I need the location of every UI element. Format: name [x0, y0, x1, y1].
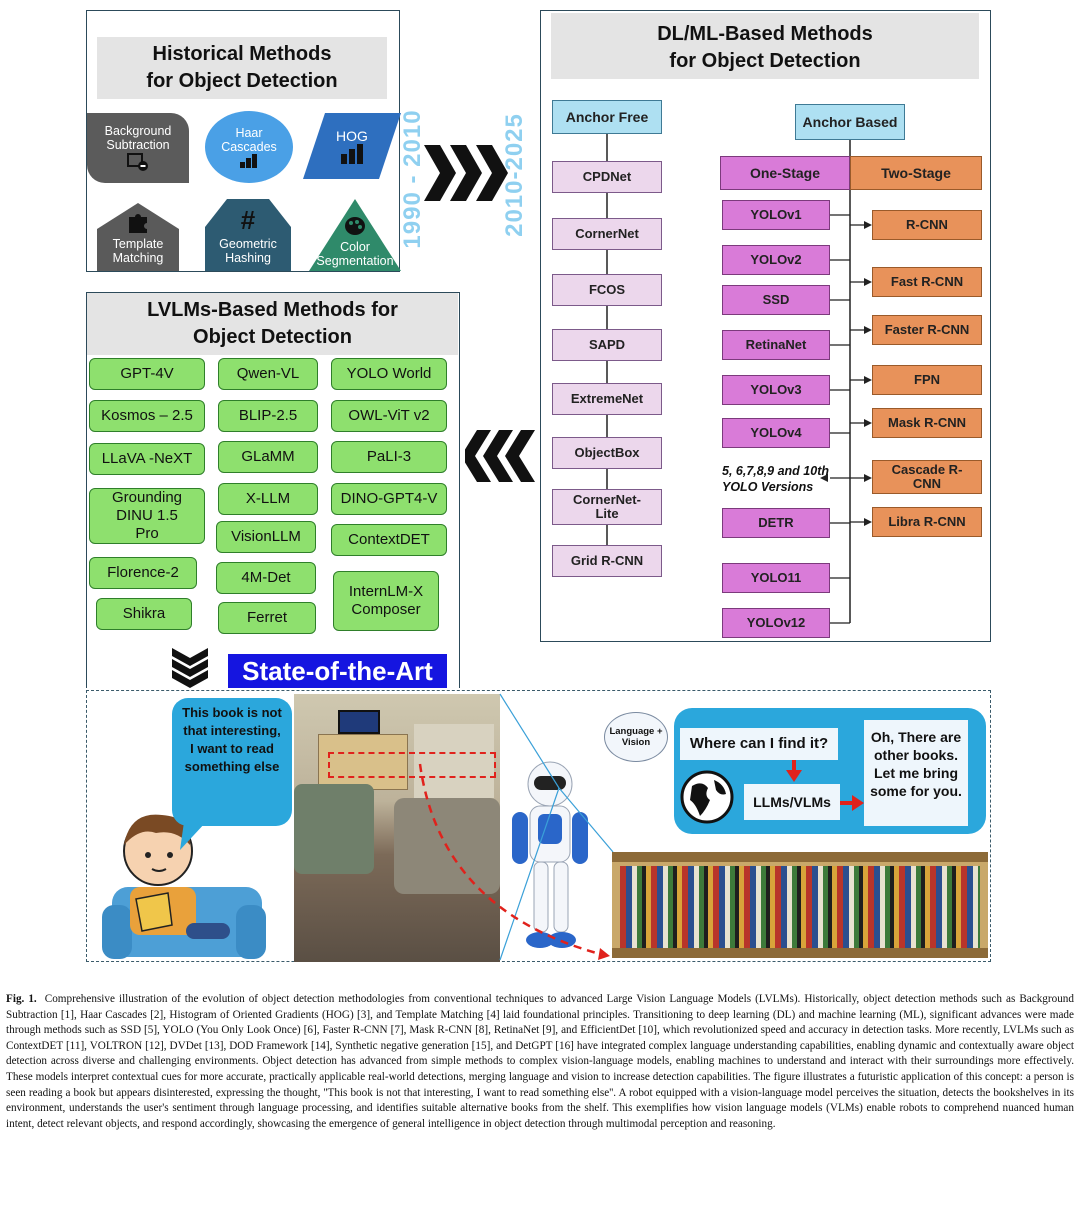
anchor-free-item: Grid R-CNN	[552, 545, 662, 577]
two-stage-item: Libra R-CNN	[872, 507, 982, 537]
figure-caption: Fig. 1. Comprehensive illustration of th…	[6, 992, 1074, 1202]
two-stage-item: Faster R-CNN	[872, 315, 982, 345]
lvlm-model: Ferret	[218, 602, 316, 634]
thought-bubble: This book is not that interesting, I wan…	[172, 698, 292, 826]
anchor-free-item: CornerNet-Lite	[552, 489, 662, 525]
right-arrow-icon	[840, 795, 864, 811]
historical-title: Historical Methods for Object Detection	[97, 37, 387, 99]
two-stage-item: FPN	[872, 365, 982, 395]
shelf-top	[612, 852, 988, 862]
shelf-shape	[318, 734, 408, 790]
lvlm-model: InternLM-X Composer	[333, 571, 439, 631]
two-stage-item: Fast R-CNN	[872, 267, 982, 297]
lvlm-model: Shikra	[96, 598, 192, 630]
lvlm-model: OWL-ViT v2	[331, 400, 447, 432]
anchor-free-node: Anchor Free	[552, 100, 662, 134]
lvlm-model: BLIP-2.5	[218, 400, 318, 432]
armchair-shape	[294, 784, 374, 874]
one-stage-node: One-Stage	[720, 156, 850, 190]
method-hog: HOG	[303, 113, 401, 179]
lvlm-model: 4M-Det	[216, 562, 316, 594]
hash-icon: #	[240, 204, 256, 235]
chevrons-left-icon	[465, 430, 535, 482]
caption-text: Comprehensive illustration of the evolut…	[6, 993, 1074, 1130]
yolo-versions-note: 5, 6,7,8,9 and 10th YOLO Versions	[722, 464, 829, 494]
llm-vlm-box: LLMs/VLMs	[744, 784, 840, 820]
down-arrow-icon	[786, 760, 802, 782]
one-stage-item: RetinaNet	[722, 330, 830, 360]
anchor-free-item: ExtremeNet	[552, 383, 662, 415]
one-stage-item: YOLOv2	[722, 245, 830, 275]
lvlm-model: YOLO World	[331, 358, 447, 390]
bg-subtraction-icon	[127, 153, 148, 172]
lvlm-model: PaLI-3	[331, 441, 447, 473]
shelf-bottom	[612, 948, 988, 958]
lvlm-model: DINO-GPT4-V	[331, 483, 447, 515]
method-background-subtraction: Background Subtraction	[87, 113, 189, 183]
one-stage-item: YOLOv3	[722, 375, 830, 405]
lvlm-model: LLaVA -NeXT	[89, 443, 205, 475]
method-geometric-hashing: # Geometric Hashing	[205, 199, 291, 271]
one-stage-item: SSD	[722, 285, 830, 315]
lvlm-model: VisionLLM	[216, 521, 316, 553]
anchor-free-item: ObjectBox	[552, 437, 662, 469]
lvlm-model: Qwen-VL	[218, 358, 318, 390]
lvlm-model: X-LLM	[218, 483, 318, 515]
bookshelf-photo	[612, 852, 988, 958]
vision-lines	[499, 693, 614, 961]
globe-icon	[680, 770, 734, 824]
reply-box: Oh, There are other books. Let me bring …	[864, 720, 968, 826]
two-stage-item: Cascade R-CNN	[872, 460, 982, 494]
one-stage-item: YOLO11	[722, 563, 830, 593]
anchor-free-item: FCOS	[552, 274, 662, 306]
room-photo	[294, 694, 500, 962]
thought-bubble-tail	[180, 822, 206, 850]
question-box: Where can I find it?	[680, 728, 838, 760]
caption-label: Fig. 1.	[6, 993, 37, 1005]
method-template-matching: Template Matching	[97, 203, 179, 271]
two-stage-item: Mask R-CNN	[872, 408, 982, 438]
puzzle-icon	[129, 213, 147, 233]
dlml-title: DL/ML-Based Methods for Object Detection	[551, 13, 979, 79]
wall-shape	[414, 724, 494, 798]
method-haar-cascades: Haar Cascades	[205, 111, 293, 183]
books-row	[620, 866, 980, 948]
method-color-segmentation: Color Segmentation	[309, 199, 401, 271]
anchor-free-item: SAPD	[552, 329, 662, 361]
one-stage-item: YOLOv1	[722, 200, 830, 230]
chevrons-right-icon	[424, 145, 508, 201]
lvlm-title: LVLMs-Based Methods for Object Detection	[87, 293, 458, 355]
detection-box	[328, 752, 496, 778]
robot-illustration	[512, 761, 588, 948]
language-vision-cloud: Language + Vision	[604, 712, 668, 762]
lvlm-model: GPT-4V	[89, 358, 205, 390]
lvlm-model: Florence-2	[89, 557, 197, 589]
lvlm-model: Grounding DINU 1.5 Pro	[89, 488, 205, 544]
anchor-free-item: CPDNet	[552, 161, 662, 193]
lvlm-model: GLaMM	[218, 441, 318, 473]
anchor-based-node: Anchor Based	[795, 104, 905, 140]
bar-chart-icon	[240, 154, 257, 169]
palette-icon	[345, 216, 365, 235]
child-reading-illustration	[102, 814, 266, 959]
historical-panel: Historical Methods for Object Detection …	[86, 10, 401, 272]
chevrons-down-icon	[172, 648, 208, 688]
lvlm-model: Kosmos – 2.5	[89, 400, 205, 432]
two-stage-item: R-CNN	[872, 210, 982, 240]
two-stage-node: Two-Stage	[850, 156, 982, 190]
one-stage-item: YOLOv4	[722, 418, 830, 448]
sota-label: State-of-the-Art	[228, 654, 447, 688]
lvlm-model: ContextDET	[331, 524, 447, 556]
bar-chart-icon	[341, 144, 363, 165]
one-stage-item: DETR	[722, 508, 830, 538]
tv-shape	[338, 710, 380, 734]
scene-panel	[86, 690, 991, 962]
anchor-free-item: CornerNet	[552, 218, 662, 250]
one-stage-item: YOLOv12	[722, 608, 830, 638]
red-dashed-arrow	[418, 763, 610, 960]
